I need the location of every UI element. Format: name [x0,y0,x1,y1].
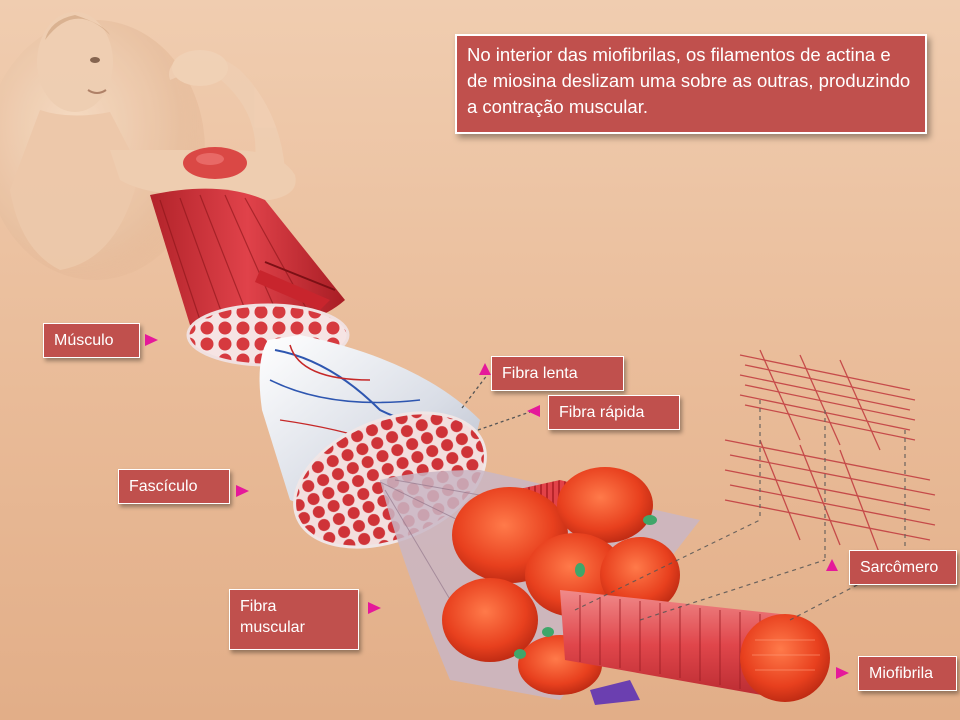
human-figure [0,12,296,280]
label-miofibrila: Miofibrila [858,656,957,691]
label-fibra-rapida: Fibra rápida [548,395,680,430]
muscle-bundle [150,188,350,367]
myofibril [560,590,830,702]
arrow-fibra-muscular-icon [368,602,381,614]
label-fibra-muscular: Fibra muscular [229,589,359,650]
sarcomere-diagram [574,349,936,621]
label-fasciculo: Fascículo [118,469,230,504]
arrow-fasciculo-icon [236,485,249,497]
arrow-sarcomero-icon [826,559,838,571]
arrow-fibra-lenta-icon [479,363,491,375]
label-musculo: Músculo [43,323,140,358]
label-fibra-lenta: Fibra lenta [491,356,624,391]
label-fibra-muscular-line2: muscular [240,619,305,636]
info-box: No interior das miofibrilas, os filament… [455,34,927,134]
label-sarcomero: Sarcômero [849,550,957,585]
arrow-miofibrila-icon [836,667,849,679]
arrow-fibra-rapida-icon [527,405,540,417]
label-fibra-muscular-line1: Fibra [240,598,277,615]
arrow-musculo-icon [145,334,158,346]
